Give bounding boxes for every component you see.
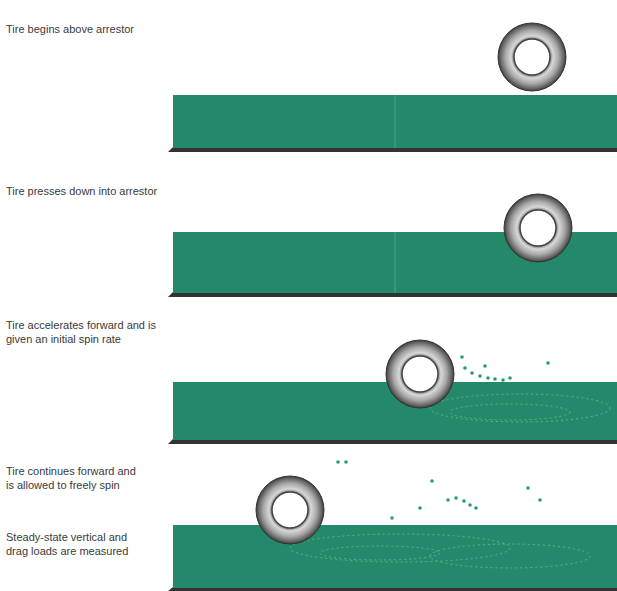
- arrestor-panel-2: [168, 194, 617, 297]
- step-label: Tire accelerates forward and is given an…: [6, 318, 171, 346]
- arrestor-panel-4: [168, 460, 617, 591]
- step-label: Tire continues forward and is allowed to…: [6, 464, 136, 492]
- tire: [256, 476, 324, 544]
- tire: [504, 194, 572, 262]
- step-label: Steady-state vertical and drag loads are…: [6, 530, 136, 558]
- step-label: Tire begins above arrestor: [6, 22, 171, 36]
- tire: [386, 340, 454, 408]
- tire: [498, 23, 566, 91]
- arrestor-panel-3: [168, 340, 617, 444]
- arrestor-panel-1: [168, 23, 617, 152]
- step-label: Tire presses down into arrestor: [6, 184, 171, 198]
